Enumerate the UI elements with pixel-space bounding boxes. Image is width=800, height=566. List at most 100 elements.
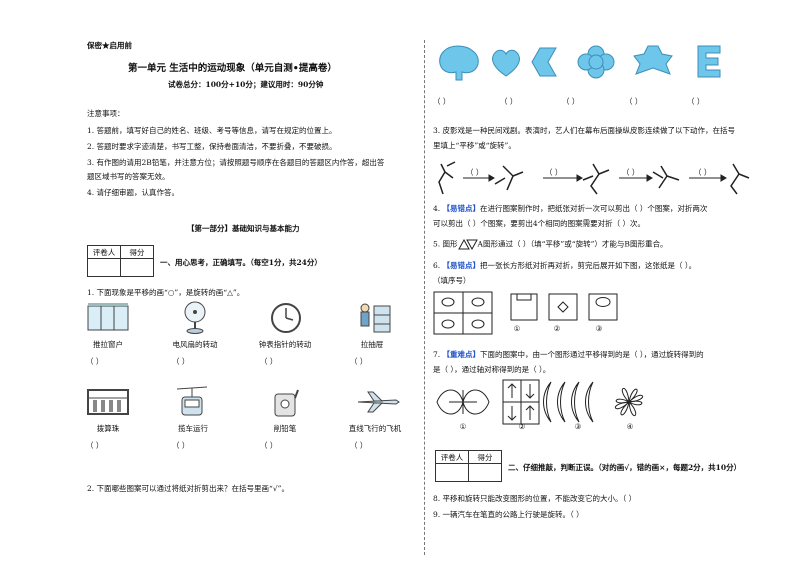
q6-line1: 6. 【易错点】把一张长方形纸对折再对折，剪完后展开如下图，这张纸是（ ）。 — [433, 261, 696, 271]
q6-label-3: ③ — [595, 324, 603, 333]
grader-cell-2[interactable] — [435, 463, 469, 482]
q6-prefix: 6. — [433, 261, 443, 270]
q3-answer-1[interactable]: （ ） — [466, 168, 484, 177]
note-2: 2. 答题时要求字迹清楚，书写工整，保持卷面清洁，不要折叠，不要破损。 — [87, 142, 337, 151]
page-title: 第一单元 生活中的运动现象（单元自测•提高卷） — [128, 63, 337, 74]
q7-label-3: ③ — [574, 422, 582, 431]
q1-caption-4: 拉抽屉 — [360, 340, 384, 349]
q1-answer-2[interactable]: （ ） — [172, 357, 190, 366]
note-4: 4. 请仔细审题，认真作答。 — [87, 188, 180, 197]
option-2-icon — [548, 293, 578, 321]
q6-figures — [433, 291, 618, 335]
q8-text: 8. 平移和旋转只能改变图形的位置，不能改变它的大小。（ ） — [433, 494, 637, 503]
pencil-sharpener-icon — [274, 389, 299, 417]
pinwheel-pattern-icon — [615, 388, 643, 416]
secret-label: 保密★启用前 — [87, 41, 132, 50]
q1-text: 1. 下面现象是平移的画“○”，是旋转的画“△”。 — [87, 288, 245, 297]
q7-figures — [436, 379, 643, 425]
q2-answer-2[interactable]: （ ） — [500, 97, 518, 106]
letter-e-shape-icon — [697, 45, 721, 78]
electric-fan-icon — [184, 301, 206, 334]
q1-caption-7: 削铅笔 — [273, 424, 297, 433]
note-3: 3. 有作图的请用2B铅笔，并注意方位；请按照题号顺序在各题目的答题区内作答，超… — [87, 158, 385, 167]
shadow-puppet-sequence — [438, 161, 750, 195]
option-3-icon — [588, 293, 618, 321]
q4-text: 在进行图案制作时，把纸张对折一次可以剪出（ ）个图案，对折两次 — [480, 204, 708, 213]
q3-answer-4[interactable]: （ ） — [694, 168, 712, 177]
q2-answer-4[interactable]: （ ） — [625, 97, 643, 106]
q1-caption-6: 揽车运行 — [178, 424, 208, 433]
q3-line2: 里填上“平移”或“旋转”。 — [433, 141, 516, 150]
q2-answer-1[interactable]: （ ） — [433, 97, 451, 106]
q2-answer-3[interactable]: （ ） — [562, 97, 580, 106]
q6-line2: （填序号） — [433, 276, 471, 285]
option-1-icon — [510, 293, 538, 321]
q7-line1: 7. 【重难点】下面的图案中，由一个图形通过平移得到的是（ ），通过旋转得到的 — [433, 350, 704, 360]
puppet-1-icon — [438, 161, 456, 195]
q6-label-2: ② — [553, 324, 561, 333]
q1-caption-8: 直线飞行的飞机 — [348, 424, 402, 433]
q1-answer-6[interactable]: （ ） — [172, 441, 190, 450]
score-label: 得分 — [120, 245, 154, 259]
q1-caption-2: 电风扇的转动 — [172, 340, 218, 349]
q6-label-1: ① — [513, 324, 521, 333]
q7-label-4: ④ — [626, 422, 634, 431]
q1-answer-1[interactable]: （ ） — [86, 357, 104, 366]
q7-prefix: 7. — [433, 350, 443, 359]
notes-heading: 注意事项： — [87, 109, 125, 118]
q2-shapes — [439, 45, 721, 81]
q3-answer-3[interactable]: （ ） — [622, 168, 640, 177]
score-cell-2[interactable] — [468, 463, 502, 482]
drawer-icon — [360, 303, 391, 333]
q1-answer-4[interactable]: （ ） — [350, 357, 368, 366]
score-table-2: 评卷人得分 — [435, 450, 502, 482]
q5-left: 5. 图形 — [433, 239, 458, 249]
cable-car-icon — [177, 386, 207, 416]
crescent-pattern-icon — [543, 381, 594, 423]
section1-heading: 一、用心思考，正确填写。（每空1分，共24分） — [160, 258, 322, 267]
flower-shape-icon — [577, 45, 615, 79]
q2-text: 2. 下面哪些图案可以通过将纸对折剪出来？在括号里画“√”。 — [87, 484, 289, 493]
page-subtitle: 试卷总分：100分+10分；建议用时：90分钟 — [168, 80, 324, 89]
score-cell[interactable] — [120, 258, 154, 277]
airplane-icon — [357, 391, 400, 413]
puppet-5-icon — [730, 163, 750, 195]
q2-answer-5[interactable]: （ ） — [687, 97, 705, 106]
q5-text: 5. 图形 A图形通过（ ）（填“平移”或“旋转”）才能与B图形重合。 — [433, 238, 668, 251]
ornament-shape-icon — [633, 45, 673, 75]
q4-line1: 4. 【易错点】在进行图案制作时，把纸张对折一次可以剪出（ ）个图案，对折两次 — [433, 204, 707, 214]
q1-answer-3[interactable]: （ ） — [260, 357, 278, 366]
q7-text: 下面的图案中，由一个图形通过平移得到的是（ ），通过旋转得到的 — [480, 350, 704, 359]
q3-answer-2[interactable]: （ ） — [545, 168, 563, 177]
q1-caption-1: 推拉窗户 — [93, 340, 123, 349]
abacus-icon — [87, 389, 129, 415]
bat-pattern-icon — [436, 389, 490, 415]
q7-label-1: ① — [459, 422, 467, 431]
grader-label: 评卷人 — [87, 245, 121, 259]
q1-answer-5[interactable]: （ ） — [86, 441, 104, 450]
q5-ab-shape-icon — [457, 238, 478, 251]
chevron-shape-icon — [531, 47, 557, 77]
q3-line1: 3. 皮影戏是一种民间戏剧。表演时，艺人们在幕布后面操纵皮影连续做了以下动作，在… — [433, 126, 736, 135]
leaf-shape-icon — [439, 45, 479, 81]
q7-line2: 是（ ），通过轴对称得到的是（ ）。 — [433, 365, 551, 374]
puppet-2-icon — [494, 165, 524, 191]
q7-tag: 【重难点】 — [442, 350, 481, 359]
section2-heading: 二、仔细推敲，判断正误。（对的画√，错的画×，每题2分，共10分） — [508, 463, 742, 472]
q9-text: 9. 一辆汽车在笔直的公路上行驶是旋转。（ ） — [433, 510, 584, 519]
grader-cell[interactable] — [87, 258, 121, 277]
column-divider — [424, 40, 425, 555]
score-label-2: 得分 — [468, 450, 502, 464]
note-1: 1. 答题前，填写好自己的姓名、班级、考号等信息，请写在规定的位置上。 — [87, 126, 337, 135]
q4-line2: 可以剪出（ ）个图案，要剪出4个相同的图案需要对折（ ）次。 — [433, 219, 646, 228]
q1-answer-7[interactable]: （ ） — [260, 441, 278, 450]
q5-mid: A图形通过（ ）（填“平移”或“旋转”）才能与B图形重合。 — [477, 239, 668, 249]
note-3b: 题区域书写的答案无效。 — [87, 172, 170, 181]
puppet-4-icon — [652, 165, 680, 189]
q1-caption-3: 钟表指针的转动 — [258, 340, 312, 349]
q6-tag: 【易错点】 — [442, 261, 481, 270]
score-table-1: 评卷人得分 — [87, 245, 154, 277]
puppet-3-icon — [582, 163, 610, 195]
q1-answer-8[interactable]: （ ） — [350, 441, 368, 450]
part1-heading: 【第一部分】基础知识与基本能力 — [187, 224, 300, 233]
